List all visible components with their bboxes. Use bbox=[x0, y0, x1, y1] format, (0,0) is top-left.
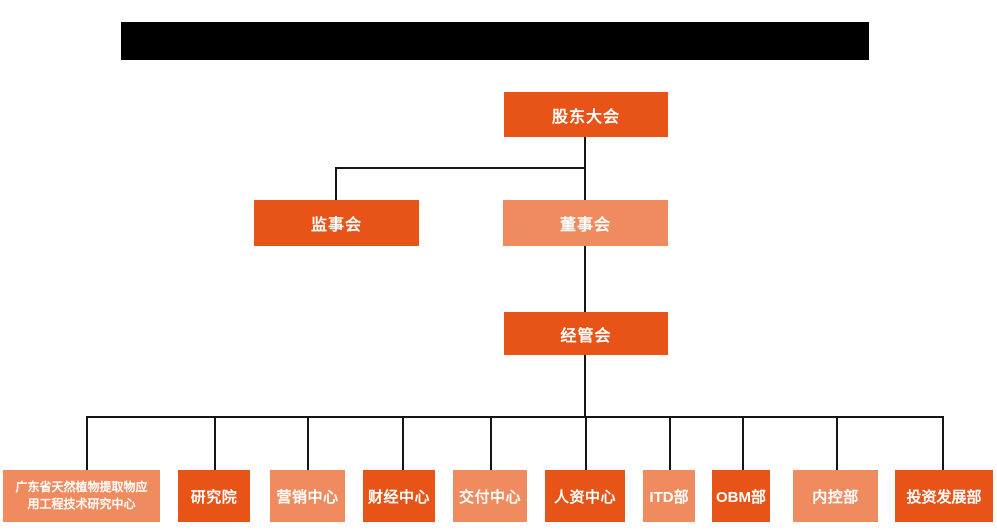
org-node-label: 董事会 bbox=[559, 217, 611, 234]
connector-drop-delivery bbox=[490, 417, 492, 470]
org-node-label: 财经中心 bbox=[367, 488, 430, 506]
org-node-supervisory-board: 监事会 bbox=[254, 200, 419, 246]
org-node-label: 内控部 bbox=[812, 488, 859, 506]
org-node-board-of-directors: 董事会 bbox=[503, 200, 668, 246]
connector-level1-horizontal bbox=[335, 167, 586, 169]
connector-drop-marketing bbox=[307, 417, 309, 470]
connector-directors-management bbox=[584, 246, 586, 312]
org-node-label: 经管会 bbox=[560, 327, 612, 345]
org-node-label: 研究院 bbox=[190, 488, 238, 506]
connector-drop-obm bbox=[742, 417, 744, 470]
connector-drop-hr bbox=[585, 417, 587, 470]
org-node-label: 交付中心 bbox=[458, 488, 521, 506]
connector-management-down bbox=[584, 355, 586, 417]
org-node-investment-development-department: 投资发展部 bbox=[895, 470, 993, 522]
org-node-internal-control-department: 内控部 bbox=[793, 470, 878, 522]
org-node-marketing-center: 营销中心 bbox=[270, 470, 345, 522]
org-node-finance-center: 财经中心 bbox=[363, 470, 435, 522]
org-node-hr-center: 人资中心 bbox=[545, 470, 625, 522]
org-node-research-center: 广东省天然植物提取物应用工程技术研究中心 bbox=[3, 470, 160, 522]
org-node-label: ITD部 bbox=[649, 488, 689, 506]
connector-departments-horizontal bbox=[86, 416, 944, 418]
connector-supervisors-drop bbox=[335, 167, 337, 200]
org-node-delivery-center: 交付中心 bbox=[453, 470, 527, 522]
org-node-label: OBM部 bbox=[716, 488, 766, 506]
org-node-label: 监事会 bbox=[310, 217, 362, 234]
org-node-research-institute: 研究院 bbox=[178, 470, 250, 522]
org-node-label: 股东大会 bbox=[551, 108, 620, 126]
connector-drop-itd bbox=[669, 417, 671, 470]
org-node-obm-department: OBM部 bbox=[712, 470, 770, 522]
connector-drop-research-institute bbox=[214, 417, 216, 470]
org-node-shareholders-meeting: 股东大会 bbox=[504, 92, 668, 137]
connector-drop-research-center bbox=[86, 417, 88, 470]
org-node-itd-department: ITD部 bbox=[643, 470, 695, 522]
org-node-label: 广东省天然植物提取物应用工程技术研究中心 bbox=[15, 479, 148, 511]
connector-drop-internal-control bbox=[836, 417, 838, 470]
connector-drop-finance bbox=[402, 417, 404, 470]
org-node-label: 人资中心 bbox=[553, 488, 616, 506]
org-node-label: 营销中心 bbox=[276, 488, 339, 506]
org-node-management-committee: 经管会 bbox=[504, 312, 668, 355]
org-node-label: 投资发展部 bbox=[906, 488, 982, 506]
connector-drop-investment bbox=[942, 417, 944, 470]
redacted-title-bar bbox=[121, 22, 869, 60]
